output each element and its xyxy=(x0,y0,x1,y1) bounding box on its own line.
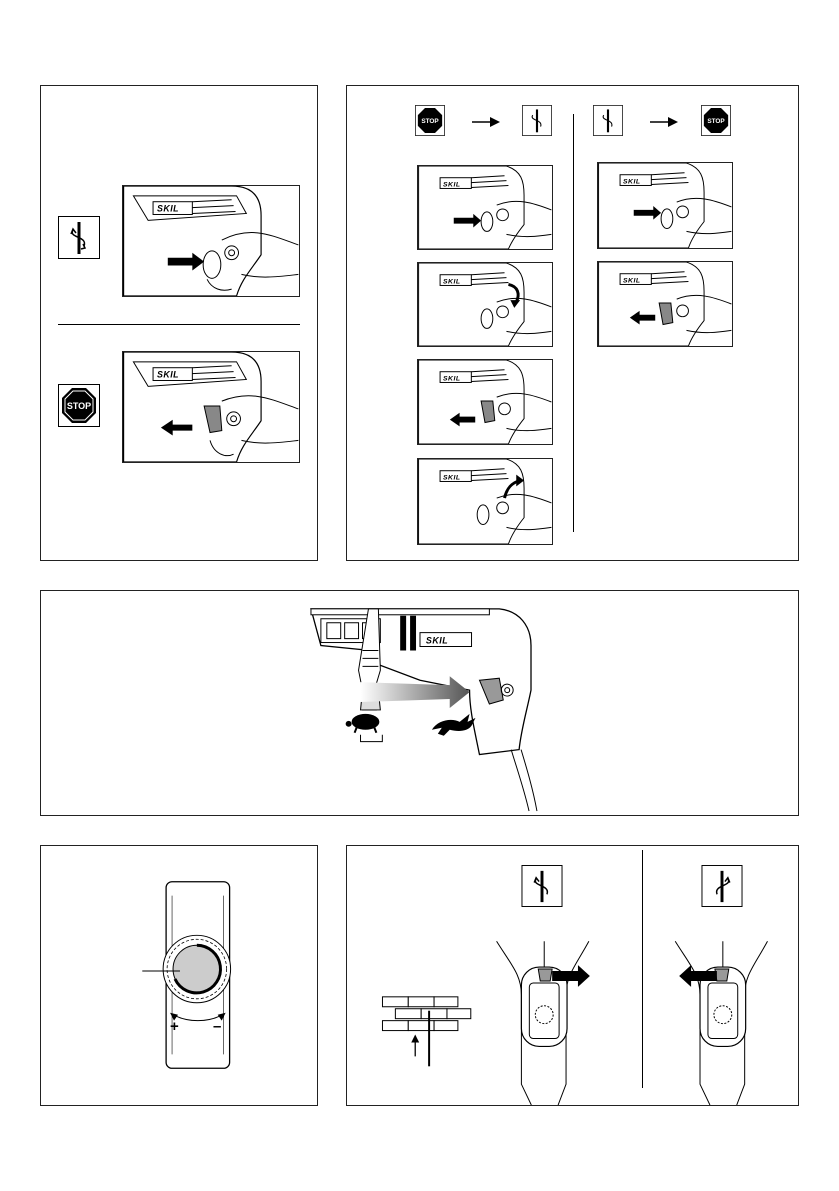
stop-sign-icon: STOP xyxy=(58,384,100,427)
stop-sign-icon: STOP xyxy=(701,105,731,136)
brand-label: SKIL xyxy=(443,182,461,189)
variable-speed-illustration: SKIL xyxy=(310,608,538,812)
speed-minus-label: – xyxy=(213,1018,222,1035)
panel-speed-dial: + – xyxy=(40,845,318,1106)
trigger-press-illustration: SKIL xyxy=(122,185,300,297)
direction-switch-illustration xyxy=(381,941,768,1105)
brand-label: SKIL xyxy=(157,370,179,380)
lock-step-2-illustration: SKIL xyxy=(417,262,553,347)
drill-bit-reverse-icon xyxy=(701,865,743,907)
arrow-right-icon xyxy=(650,115,678,127)
brand-label: SKIL xyxy=(443,475,461,482)
panel-rotation-direction xyxy=(346,845,799,1106)
drill-bit-forward-icon xyxy=(521,865,563,907)
brand-label: SKIL xyxy=(443,376,461,383)
panel-trigger-switch: SKIL STOP SKIL xyxy=(40,85,318,561)
divider xyxy=(573,114,574,532)
lock-step-1-illustration: SKIL xyxy=(417,165,553,250)
panel-lock-button: STOP STOP SKIL SKIL SKIL SKIL SKIL SKIL xyxy=(346,85,799,561)
brick-wall-icon xyxy=(381,996,472,1032)
stop-label: STOP xyxy=(707,118,725,125)
unlock-step-2-illustration: SKIL xyxy=(597,261,733,347)
arrow-right-icon xyxy=(472,115,500,127)
brand-label: SKIL xyxy=(157,204,179,214)
trigger-release-illustration: SKIL xyxy=(122,351,300,463)
drill-bit-forward-icon xyxy=(522,105,552,136)
drill-bit-forward-icon xyxy=(593,105,623,136)
brand-label: SKIL xyxy=(623,179,641,186)
brand-label: SKIL xyxy=(623,278,641,285)
divider xyxy=(642,850,643,1088)
stop-sign-icon: STOP xyxy=(415,105,445,136)
brand-label: SKIL xyxy=(426,636,448,646)
lock-step-3-illustration: SKIL xyxy=(417,359,553,445)
lock-step-4-illustration: SKIL xyxy=(417,458,553,545)
stop-label: STOP xyxy=(67,401,91,411)
unlock-step-1-illustration: SKIL xyxy=(597,162,733,249)
turtle-icon xyxy=(345,713,380,734)
drill-bit-forward-icon xyxy=(58,216,100,259)
divider xyxy=(58,324,300,325)
stop-label: STOP xyxy=(421,118,439,125)
speed-dial-illustration xyxy=(142,881,232,1069)
panel-variable-speed: SKIL xyxy=(40,590,799,816)
brand-label: SKIL xyxy=(443,279,461,286)
hare-icon xyxy=(431,713,476,736)
speed-plus-label: + xyxy=(170,1018,179,1035)
